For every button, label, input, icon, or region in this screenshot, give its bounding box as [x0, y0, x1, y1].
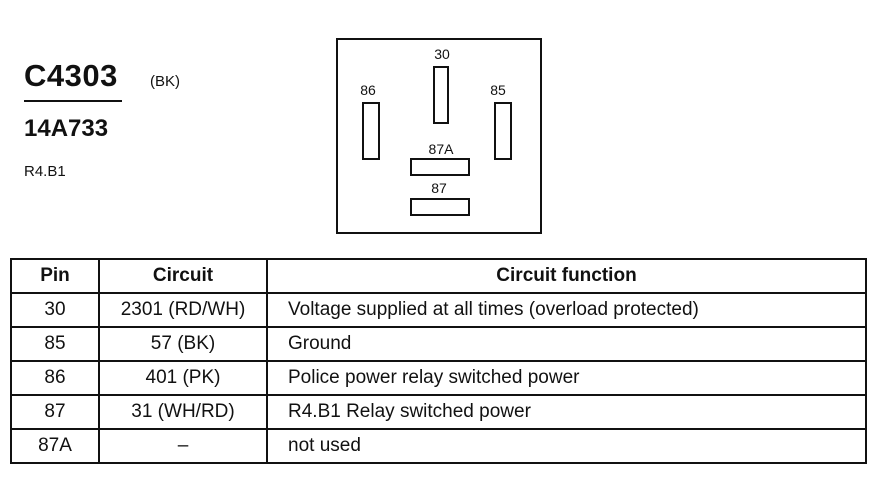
connector-part-number: 14A733 — [24, 115, 109, 142]
connector-color-code: (BK) — [150, 73, 180, 90]
cell-pin: 85 — [10, 326, 100, 362]
cell-circuit: 2301 (RD/WH) — [98, 292, 268, 328]
cell-pin: 87 — [10, 394, 100, 430]
header-pin: Pin — [10, 258, 100, 294]
table-row: 87A – not used — [10, 428, 867, 464]
connector-location: R4.B1 — [24, 163, 66, 180]
cell-circuit: – — [98, 428, 268, 464]
pin-label-86: 86 — [360, 82, 376, 98]
pin-terminal-85 — [494, 102, 512, 160]
cell-function: Voltage supplied at all times (overload … — [266, 292, 867, 328]
cell-function: not used — [266, 428, 867, 464]
pin-terminal-30 — [433, 66, 449, 124]
cell-circuit: 57 (BK) — [98, 326, 268, 362]
pin-label-87: 87 — [431, 180, 447, 196]
connector-id: C4303 — [24, 58, 118, 93]
cell-function: R4.B1 Relay switched power — [266, 394, 867, 430]
cell-pin: 86 — [10, 360, 100, 396]
table-row: 86 401 (PK) Police power relay switched … — [10, 360, 867, 396]
pin-label-30: 30 — [434, 46, 450, 62]
connector-id-underline — [24, 100, 122, 102]
table-row: 85 57 (BK) Ground — [10, 326, 867, 362]
cell-circuit: 31 (WH/RD) — [98, 394, 268, 430]
pin-terminal-87 — [410, 198, 470, 216]
connector-face-diagram: 30 86 85 87A 87 — [336, 38, 542, 234]
pin-terminal-86 — [362, 102, 380, 160]
cell-pin: 87A — [10, 428, 100, 464]
cell-pin: 30 — [10, 292, 100, 328]
pin-label-85: 85 — [490, 82, 506, 98]
table-row: 87 31 (WH/RD) R4.B1 Relay switched power — [10, 394, 867, 430]
pin-label-87A: 87A — [428, 141, 454, 157]
cell-circuit: 401 (PK) — [98, 360, 268, 396]
pin-circuit-table: Pin Circuit Circuit function 30 2301 (RD… — [10, 258, 867, 464]
cell-function: Police power relay switched power — [266, 360, 867, 396]
header-circuit-function: Circuit function — [266, 258, 867, 294]
pin-terminal-87A — [410, 158, 470, 176]
header-circuit: Circuit — [98, 258, 268, 294]
cell-function: Ground — [266, 326, 867, 362]
table-row: 30 2301 (RD/WH) Voltage supplied at all … — [10, 292, 867, 328]
table-header-row: Pin Circuit Circuit function — [10, 258, 867, 294]
